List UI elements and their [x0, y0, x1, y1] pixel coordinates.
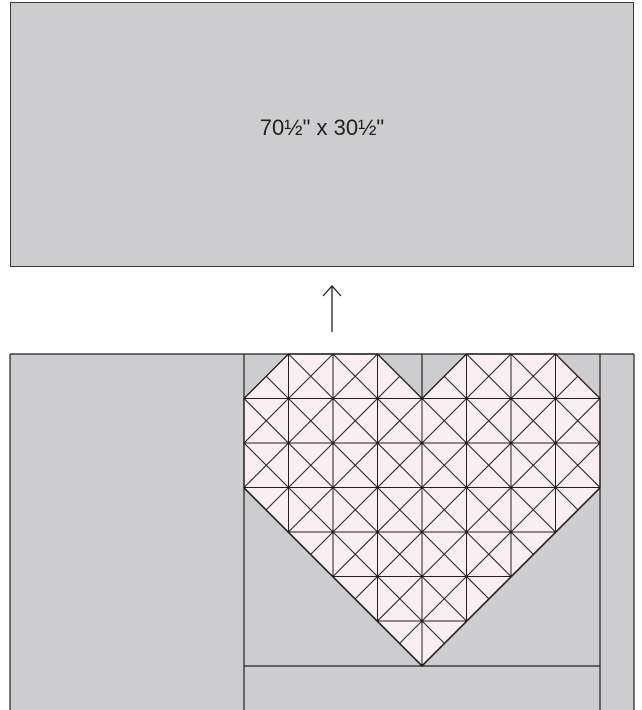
grid-line [244, 354, 378, 666]
bottom-quilt-section [9, 353, 635, 710]
grid-line [244, 354, 423, 666]
grid-line [244, 354, 334, 666]
grid-line [466, 354, 600, 666]
grid-line [421, 354, 600, 666]
dimension-label: 70½" x 30½" [259, 115, 385, 140]
grid-line [244, 354, 512, 666]
top-panel: 70½" x 30½" [10, 2, 634, 267]
arrow-up-icon [312, 284, 352, 336]
grid-line [510, 354, 600, 666]
